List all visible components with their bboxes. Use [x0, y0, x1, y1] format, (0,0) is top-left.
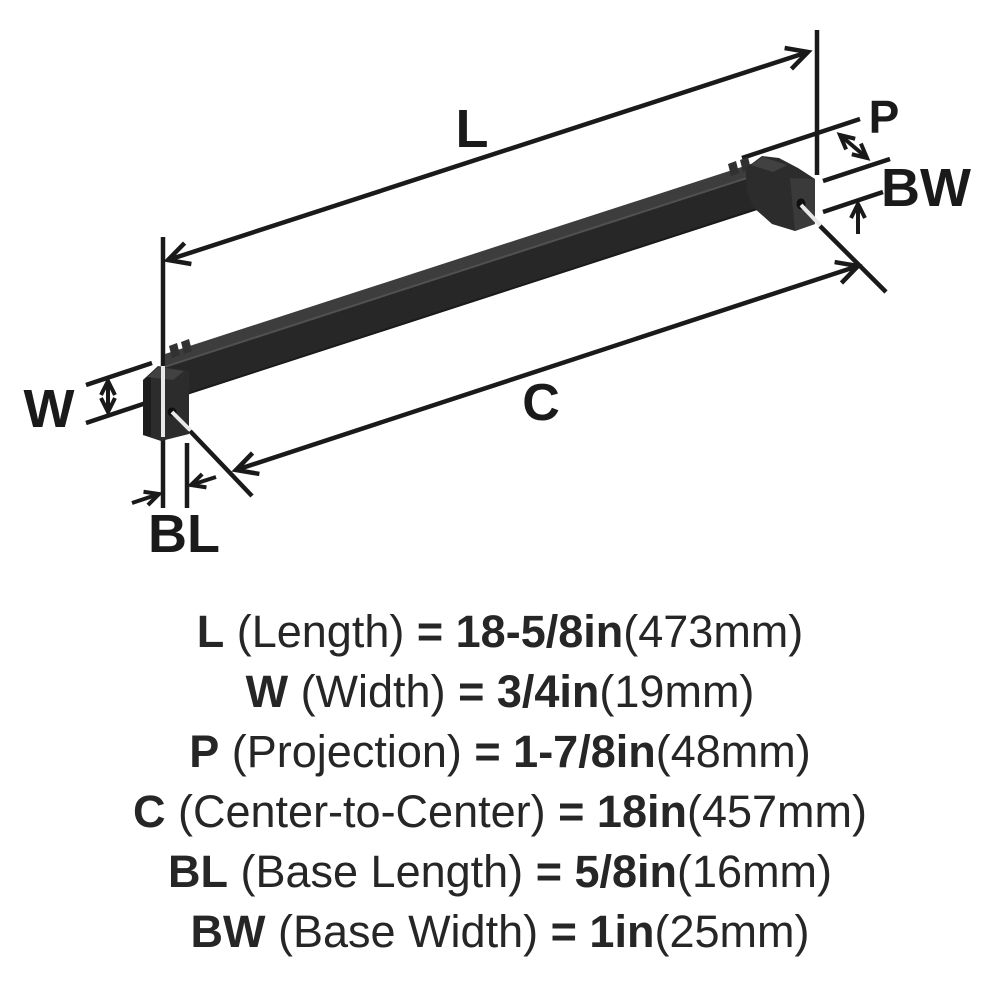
- spec-metric-value: (457mm): [686, 786, 867, 837]
- equals-sign: =: [474, 726, 501, 777]
- spec-code: P: [189, 726, 220, 777]
- base-length-arrow-right: [186, 472, 217, 490]
- equals-sign: =: [416, 606, 444, 657]
- label-base-width: BW: [881, 158, 971, 218]
- diagram-area: L W P BW C BL: [24, 30, 971, 564]
- right-foot-top-face: [751, 157, 787, 172]
- spec-imperial-value: 18in: [596, 786, 687, 837]
- label-center-to-center: C: [522, 374, 560, 432]
- spec-name: (Base Length): [240, 846, 524, 897]
- cabinet-pull-handle: [143, 156, 815, 441]
- spec-code: C: [132, 786, 166, 837]
- center-ext-right-over-foot: [799, 203, 822, 227]
- handle-ridge-left-2: [181, 339, 192, 354]
- center-ext-line-right: [818, 224, 888, 294]
- spec-code: BW: [190, 906, 266, 957]
- spec-row-base-length: BL (Base Length) = 5/8in(16mm): [0, 842, 1000, 902]
- projection-ext-line-bottom: [822, 156, 891, 184]
- handle-ridge-left-1: [169, 343, 180, 358]
- label-length: L: [456, 99, 489, 159]
- spec-imperial-value: 3/4in: [496, 666, 600, 717]
- equals-sign: =: [535, 846, 562, 897]
- left-foot-top-face: [147, 367, 184, 380]
- width-ext-line-bottom: [85, 398, 153, 426]
- spec-row-base-width: BW (Base Width) = 1in(25mm): [0, 902, 1000, 962]
- label-base-length: BL: [148, 504, 220, 564]
- spec-imperial-value: 18-5/8in: [455, 606, 624, 657]
- handle-bar-edge-highlight: [164, 174, 758, 368]
- spec-row-projection: P (Projection) = 1-7/8in(48mm): [0, 722, 1000, 782]
- spec-list: L (Length) = 18-5/8in(473mm) W (Width) =…: [0, 602, 1000, 962]
- center-dimension-line: [231, 259, 863, 477]
- left-foot: [143, 366, 189, 441]
- length-dimension-line: [163, 45, 813, 267]
- spec-imperial-value: 1in: [589, 906, 655, 957]
- center-ext-line-left: [188, 429, 254, 498]
- spec-row-center-to-center: C (Center-to-Center) = 18in(457mm): [0, 782, 1000, 842]
- dimension-diagram: L W P BW C BL: [24, 30, 971, 564]
- label-width: W: [24, 379, 75, 439]
- spec-imperial-value: 5/8in: [574, 846, 678, 897]
- label-projection: P: [869, 91, 900, 143]
- handle-bar-bottom-edge: [164, 208, 758, 402]
- equals-sign: =: [458, 666, 485, 717]
- spec-metric-value: (473mm): [623, 606, 804, 657]
- spec-name: (Length): [236, 606, 405, 657]
- spec-name: (Projection): [231, 726, 462, 777]
- spec-name: (Width): [300, 666, 446, 717]
- left-foot-side-face: [143, 373, 151, 437]
- width-ext-line-top: [85, 360, 153, 388]
- spec-row-length: L (Length) = 18-5/8in(473mm): [0, 602, 1000, 662]
- handle-ridge-right-1: [728, 161, 739, 176]
- spec-metric-value: (19mm): [599, 666, 755, 717]
- handle-bar-front-face: [165, 174, 757, 402]
- center-ext-left-over-foot: [170, 410, 192, 432]
- spec-name: (Center-to-Center): [178, 786, 546, 837]
- equals-sign: =: [550, 906, 577, 957]
- projection-dimension-arrow: [836, 132, 871, 161]
- spec-row-width: W (Width) = 3/4in(19mm): [0, 662, 1000, 722]
- equals-sign: =: [558, 786, 585, 837]
- spec-imperial-value: 1-7/8in: [513, 726, 656, 777]
- spec-code: L: [196, 606, 225, 657]
- base-length-arrow-left: [131, 489, 164, 507]
- spec-metric-value: (48mm): [655, 726, 811, 777]
- spec-name: (Base Width): [278, 906, 539, 957]
- spec-code: W: [245, 666, 289, 717]
- handle-bar-top-face: [165, 162, 757, 366]
- spec-metric-value: (25mm): [654, 906, 810, 957]
- spec-metric-value: (16mm): [677, 846, 833, 897]
- spec-code: BL: [167, 846, 228, 897]
- base-width-ext-line-bottom: [822, 189, 884, 215]
